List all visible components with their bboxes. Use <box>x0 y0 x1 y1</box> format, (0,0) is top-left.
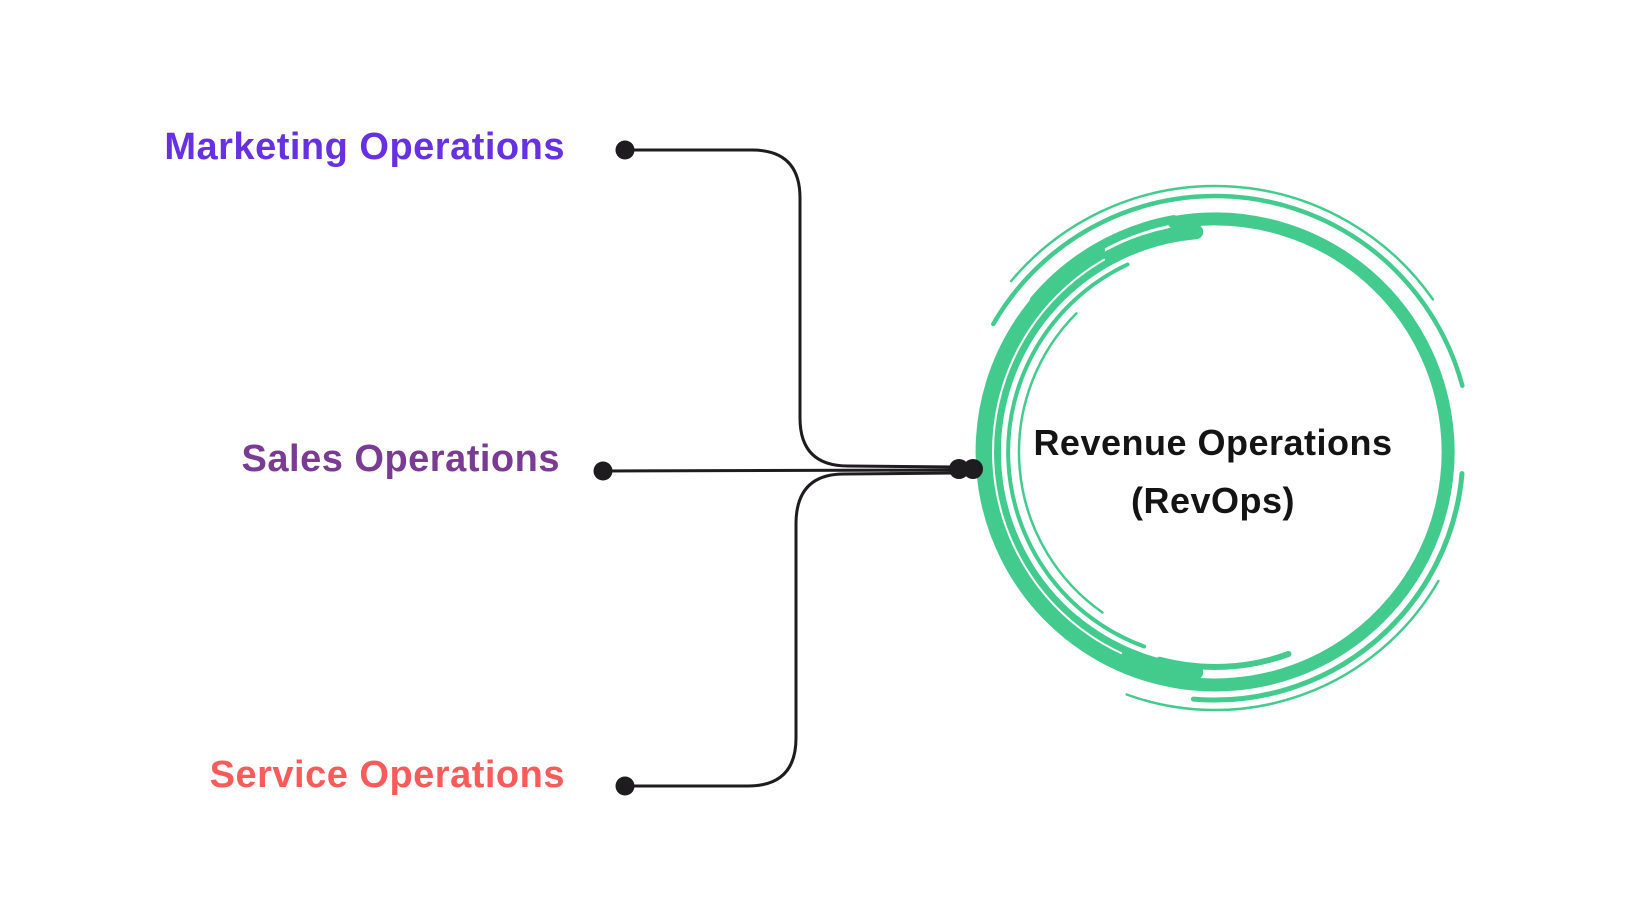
sales-dot <box>593 461 613 481</box>
sales-connector-line <box>601 468 957 473</box>
ring-left-inner-arc <box>1006 262 1147 649</box>
hub-dot-left <box>949 459 969 479</box>
sales-operations-label: Sales Operations <box>241 438 560 480</box>
service-dot <box>615 776 635 796</box>
hub-dot-right <box>963 459 983 479</box>
ring-bottom-accent-arc <box>1156 651 1292 670</box>
ring-left-inner-thin-arc <box>1017 312 1104 614</box>
ring-top-outer-arc <box>991 193 1465 388</box>
marketing-connector-line <box>623 148 957 469</box>
ring-texture-gap-1 <box>992 258 1123 655</box>
connector-dots <box>593 140 983 796</box>
marketing-operations-label: Marketing Operations <box>164 126 565 168</box>
revenue-operations-label: Revenue Operations (RevOps) <box>953 414 1473 530</box>
revenue-operations-label-line1: Revenue Operations <box>1033 422 1393 463</box>
connector-lines <box>601 148 957 788</box>
ring-topleft-accent-arc <box>1029 215 1179 305</box>
ring-texture-gap-2 <box>1001 314 1080 617</box>
revenue-operations-label-line2: (RevOps) <box>1130 480 1296 521</box>
ring-bottom-outer-thin-arc <box>1125 579 1440 712</box>
ring-main-arc <box>975 212 1455 692</box>
ring-top-outer-thin-arc <box>1009 184 1435 301</box>
ring-texture-gaps <box>992 258 1123 655</box>
marketing-dot <box>615 140 635 160</box>
ring-bottomright-arc <box>1190 471 1465 703</box>
service-connector-line <box>623 471 957 788</box>
service-operations-label: Service Operations <box>209 754 565 796</box>
